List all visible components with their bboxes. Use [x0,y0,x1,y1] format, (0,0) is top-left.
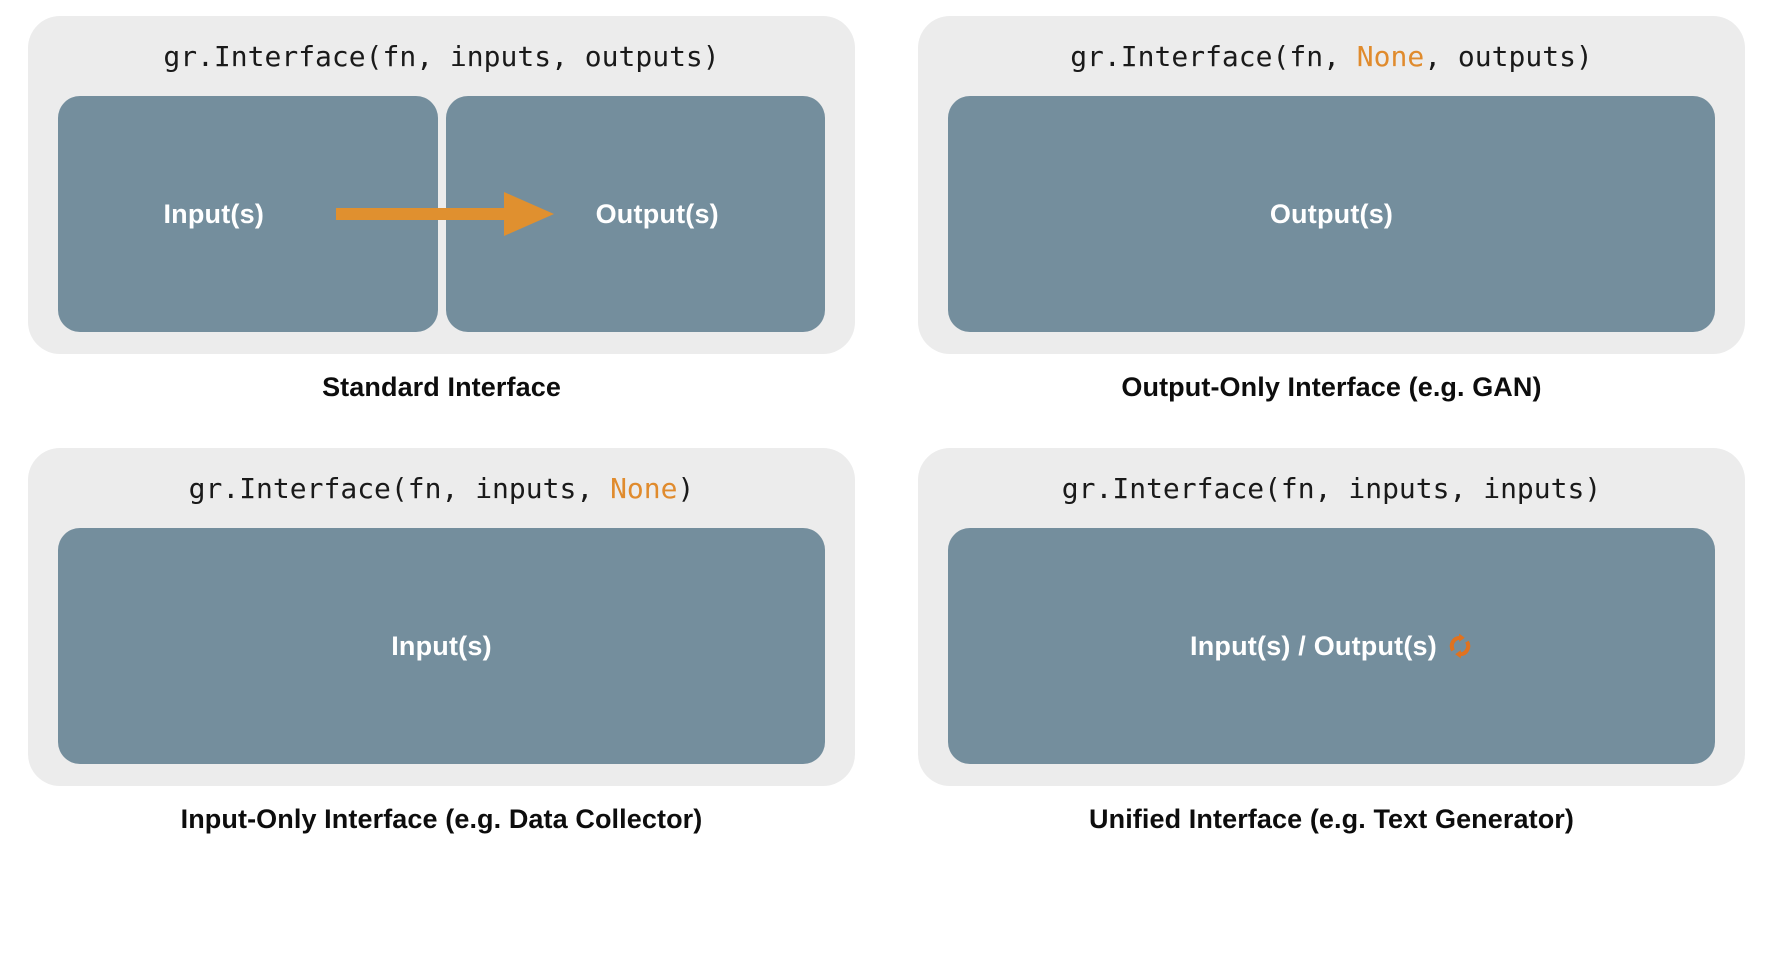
code-part-1: gr.Interface(fn, inputs, inputs) [1061,472,1602,505]
code-highlight-token: None [1356,40,1425,73]
code-header-unified: gr.Interface(fn, inputs, inputs) [918,472,1745,506]
panel-unified-interface: gr.Interface(fn, inputs, inputs) Input(s… [918,448,1745,786]
box-label-inputs: Input(s) [391,630,492,661]
box-row-standard: Input(s) Output(s) [58,96,825,332]
caption-output-only-interface: Output-Only Interface (e.g. GAN) [1121,372,1542,402]
caption-unified-interface: Unified Interface (e.g. Text Generator) [1089,804,1574,834]
caption-standard-interface: Standard Interface [322,372,561,402]
box-row-output-only: Output(s) [948,96,1715,332]
caption-input-only-interface: Input-Only Interface (e.g. Data Collecto… [180,804,703,834]
box-outputs[interactable]: Output(s) [948,96,1715,332]
cycle-refresh-icon [1449,633,1471,659]
panel-standard-interface: gr.Interface(fn, inputs, outputs) Input(… [28,16,855,354]
box-label-outputs: Output(s) [595,198,719,229]
code-header-standard: gr.Interface(fn, inputs, outputs) [28,40,855,74]
box-row-unified: Input(s) / Output(s) [948,528,1715,764]
box-label-outputs: Output(s) [1269,198,1394,229]
box-outputs[interactable]: Output(s) [445,96,825,332]
code-part-1: gr.Interface(fn, [1070,40,1357,73]
code-highlight-token: None [610,472,678,505]
code-part-2: ) [677,472,695,505]
code-part-2: , outputs) [1424,40,1593,73]
code-part-1: gr.Interface(fn, inputs, outputs) [163,40,720,73]
panel-input-only-interface: gr.Interface(fn, inputs, None) Input(s) [28,448,855,786]
box-inputs[interactable]: Input(s) [58,96,438,332]
box-label-inputs-outputs-wrapper: Input(s) / Output(s) [1190,631,1473,662]
box-inputs-outputs[interactable]: Input(s) / Output(s) [948,528,1715,764]
box-label-inputs-outputs: Input(s) / Output(s) [1190,630,1437,661]
code-header-output-only: gr.Interface(fn, None, outputs) [918,40,1745,74]
code-header-input-only: gr.Interface(fn, inputs, None) [28,472,855,506]
box-label-inputs: Input(s) [163,198,265,229]
panel-output-only-interface: gr.Interface(fn, None, outputs) Output(s… [918,16,1745,354]
box-inputs[interactable]: Input(s) [58,528,825,764]
code-part-1: gr.Interface(fn, inputs, [188,472,611,505]
box-row-input-only: Input(s) [58,528,825,764]
